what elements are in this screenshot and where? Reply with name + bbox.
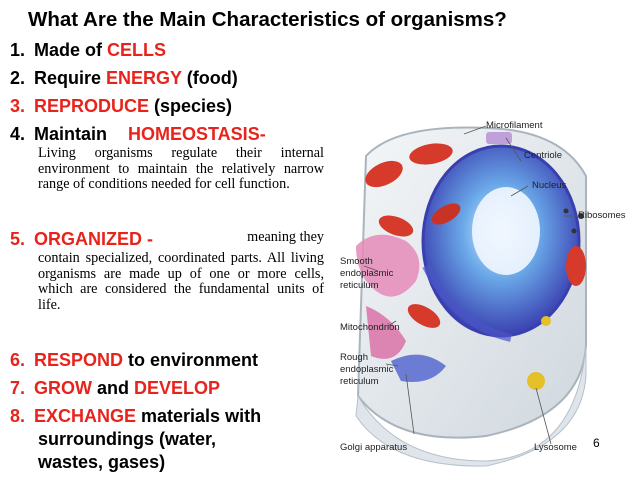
item-description: contain specialized, coordinated parts. … <box>38 250 324 313</box>
item-text: Maintain <box>34 124 113 144</box>
item-keyword: ENERGY <box>106 68 182 88</box>
list-item: 7. GROW and DEVELOP <box>10 378 220 399</box>
list-item: 6. RESPOND to environment <box>10 350 258 371</box>
endoplasmic-reticulum <box>356 234 420 297</box>
centriole <box>486 132 512 144</box>
item-keyword: CELLS <box>107 40 167 60</box>
item-text: materials with <box>136 406 262 426</box>
item-number: 6. <box>10 350 26 370</box>
golgi <box>391 354 446 382</box>
item-number: 3. <box>10 96 26 116</box>
label-smooth-er: Smooth <box>340 256 373 267</box>
item-keyword: DEVELOP <box>134 378 221 398</box>
label-microfilament: Microfilament <box>486 120 543 131</box>
item-text: (food) <box>181 68 238 88</box>
label-smooth-er: endoplasmic <box>340 268 394 279</box>
label-ribosomes: Ribosomes <box>578 210 626 221</box>
item-keyword: EXCHANGE <box>34 406 137 426</box>
item-continuation: wastes, gases) <box>38 452 166 472</box>
label-lysosome: Lysosome <box>534 442 577 453</box>
list-item: 4. Maintain HOMEOSTASIS- <box>10 124 266 145</box>
item-keyword: REPRODUCE <box>34 96 150 116</box>
item-text: (species) <box>149 96 233 116</box>
item-number: 4. <box>10 124 26 144</box>
item-number: 8. <box>10 406 26 426</box>
lysosome <box>527 372 545 390</box>
cell-base <box>355 345 587 467</box>
item-text: and <box>92 378 135 398</box>
list-item: 2. Require ENERGY (food) <box>10 68 238 89</box>
item-number: 2. <box>10 68 26 88</box>
item-keyword: HOMEOSTASIS- <box>128 124 266 144</box>
cell-illustration: Microfilament Centriole Nucleus Ribosome… <box>340 120 626 467</box>
mitochondrion <box>365 160 403 188</box>
item-number: 1. <box>10 40 26 60</box>
item-continuation: surroundings (water, <box>38 429 217 449</box>
item-text: to environment <box>123 350 259 370</box>
item-keyword: ORGANIZED <box>34 229 142 249</box>
item-lead: meaning they <box>247 229 324 245</box>
item-keyword: GROW <box>34 378 92 398</box>
item-description: Living organisms regulate their internal… <box>38 145 324 193</box>
page-number: 6 <box>593 436 600 450</box>
item-text: Made of <box>34 40 108 60</box>
label-nucleus: Nucleus <box>532 180 567 191</box>
item-number: 5. <box>10 229 26 249</box>
item-keyword: RESPOND <box>34 350 124 370</box>
list-item: 5. ORGANIZED - meaning they <box>10 229 324 250</box>
label-rough-er: reticulum <box>340 376 379 387</box>
label-rough-er: endoplasmic <box>340 364 394 375</box>
label-rough-er: Rough <box>340 352 368 363</box>
list-item: 3. REPRODUCE (species) <box>10 96 232 117</box>
item-text: Require <box>34 68 107 88</box>
list-item: 8. EXCHANGE materials with <box>10 406 261 427</box>
item-dash: - <box>142 229 158 249</box>
label-smooth-er: reticulum <box>340 280 379 291</box>
label-centriole: Centriole <box>524 150 562 161</box>
animal-cell-diagram: Microfilament Centriole Nucleus Ribosome… <box>336 116 626 474</box>
slide-title: What Are the Main Characteristics of org… <box>28 8 507 31</box>
item-number: 7. <box>10 378 26 398</box>
label-golgi: Golgi apparatus <box>340 442 407 453</box>
list-item: 1. Made of CELLS <box>10 40 166 61</box>
label-mitochondrion: Mitochondrion <box>340 322 400 333</box>
